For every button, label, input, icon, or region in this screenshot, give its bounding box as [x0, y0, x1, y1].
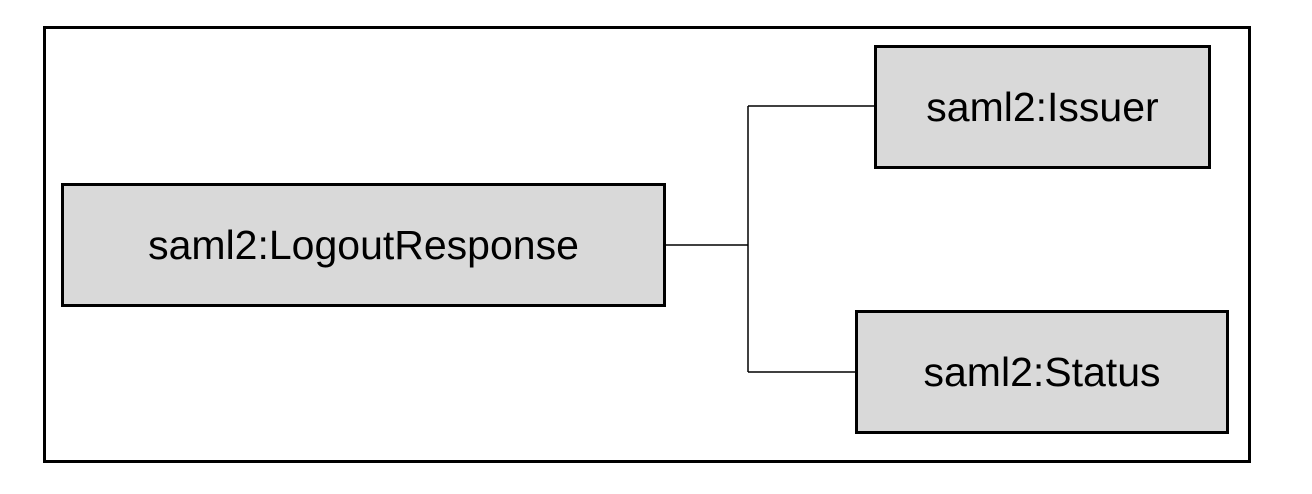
status-label: saml2:Status: [923, 348, 1161, 395]
logout-response-node: saml2:LogoutResponse: [61, 183, 666, 307]
status-node: saml2:Status: [855, 310, 1229, 434]
issuer-node: saml2:Issuer: [874, 45, 1211, 169]
logout-response-label: saml2:LogoutResponse: [148, 221, 579, 268]
issuer-label: saml2:Issuer: [926, 83, 1159, 130]
